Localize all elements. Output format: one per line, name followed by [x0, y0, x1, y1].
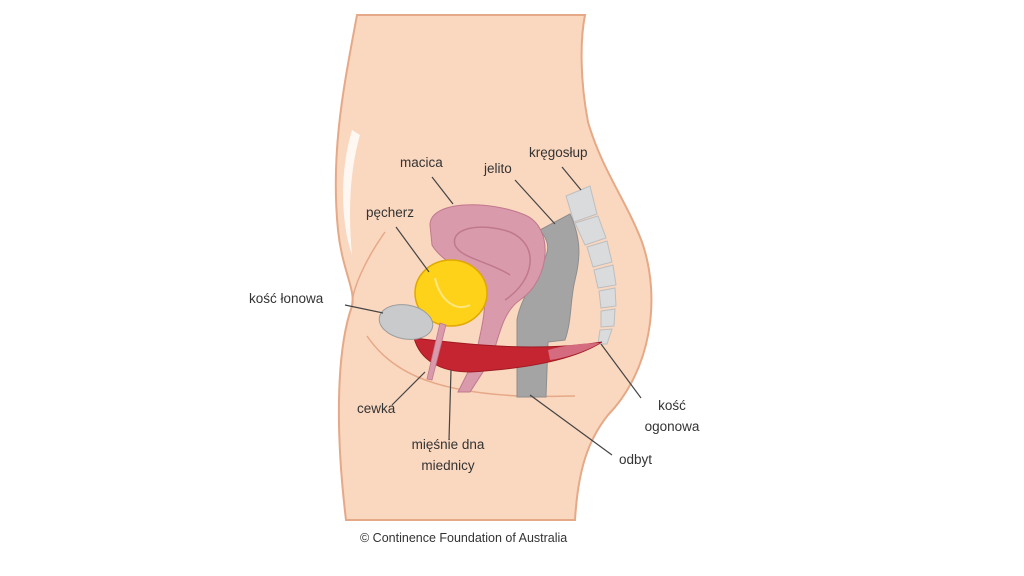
- label-pelvic-floor-line1: mięśnie dna: [411, 437, 485, 452]
- muscle-highlight: [548, 343, 600, 360]
- spine-vertebrae: [565, 185, 617, 345]
- copyright-notice: © Continence Foundation of Australia: [360, 531, 568, 545]
- bladder-shape: [414, 259, 488, 327]
- label-pubic-bone: kość łonowa: [249, 291, 324, 306]
- label-anus: odbyt: [619, 452, 653, 467]
- skin-highlight: [343, 130, 360, 255]
- leader-line-coccyx: [600, 343, 642, 399]
- leader-line-pubic-bone: [344, 304, 384, 314]
- label-coccyx: kość ogonowa: [636, 395, 708, 437]
- label-pelvic-floor-line2: miednicy: [421, 458, 475, 473]
- pelvis-contour-line: [351, 231, 386, 306]
- label-spine: kręgosłup: [529, 145, 588, 160]
- label-urethra: cewka: [357, 401, 396, 416]
- leader-line-bladder: [395, 226, 430, 273]
- bladder-highlight: [434, 277, 471, 308]
- uterus-inner-line: [453, 226, 531, 301]
- leader-line-pelvic-floor: [448, 369, 452, 441]
- pelvis-lower-line: [366, 335, 576, 398]
- label-pelvic-floor-muscles: mięśnie dna miednicy: [400, 434, 496, 476]
- pelvic-floor-muscle: [413, 337, 603, 373]
- label-coccyx-line2: ogonowa: [644, 419, 700, 434]
- pubic-bone-shape: [378, 304, 434, 340]
- leader-line-spine: [561, 166, 582, 191]
- leader-line-urethra: [391, 371, 426, 406]
- label-uterus: macica: [400, 155, 443, 170]
- label-coccyx-line1: kość: [658, 398, 686, 413]
- leader-line-uterus: [431, 176, 454, 205]
- label-bowel: jelito: [484, 161, 512, 176]
- leader-line-anus: [529, 394, 613, 456]
- urethra-shape: [426, 322, 447, 381]
- leader-line-bowel: [514, 179, 556, 225]
- label-bladder: pęcherz: [366, 205, 415, 220]
